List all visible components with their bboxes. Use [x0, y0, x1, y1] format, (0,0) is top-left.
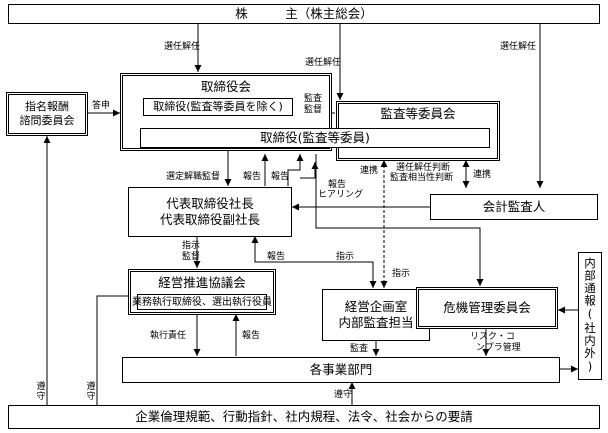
label-execution-responsibility: 執行責任 — [150, 331, 187, 341]
accounting-auditor-box: 会計監査人 — [430, 194, 598, 220]
label-report-3: 報告 — [267, 252, 286, 262]
label-instruction-supervision-2: 監督 — [182, 252, 201, 262]
label-compliance-2: 遵守 — [36, 382, 46, 403]
business-divisions-box: 各事業部門 — [122, 357, 560, 383]
label-report-hearing-2: ヒアリング — [318, 190, 364, 200]
audit-committee-title: 監査等委員会 — [380, 106, 456, 121]
label-compliance-1: 遵守 — [334, 390, 353, 400]
label-appoint-dismiss-auditor: 選任解任 — [500, 42, 537, 52]
label-compliance-3: 遵守 — [86, 382, 96, 403]
president-line1: 代表取締役社長 — [166, 195, 254, 211]
president-line2: 代表取締役副社長 — [159, 212, 260, 227]
label-report-to-board: 答申 — [92, 101, 111, 111]
label-report-hearing-1: 報告 — [328, 180, 347, 190]
label-appoint-supervise: 選定解職監督 — [166, 172, 221, 182]
label-report-1: 報告 — [243, 172, 262, 182]
board-directors-box: 取締役(監査等委員を除く) — [143, 98, 293, 116]
label-audit-supervision-2: 監督 — [304, 105, 323, 115]
management-council-members-box: 業務執行取締役、選出執行役員 — [132, 294, 272, 310]
management-council-box: 経営推進協議会 業務執行取締役、選出執行役員 — [128, 269, 276, 315]
board-title: 取締役会 — [200, 79, 251, 94]
label-appoint-dismiss-audit: 選任解任 — [305, 58, 342, 68]
label-instruction-1: 指示 — [336, 252, 355, 262]
board-audit-directors-box: 取締役(監査等委員) — [140, 128, 490, 148]
label-cooperation-2: 連携 — [473, 170, 492, 180]
label-report-2: 報告 — [271, 172, 290, 182]
nomination-committee-line1: 指名報酬 — [25, 99, 69, 113]
ethics-box: 企業倫理規範、行動指針、社内規程、法令、社会からの要請 — [8, 405, 600, 429]
label-auditor-judgement-1: 選任解任判断 — [396, 163, 451, 173]
label-cooperation-1: 連携 — [360, 166, 379, 176]
label-auditor-judgement-2: 監査相当性判断 — [390, 173, 454, 183]
internal-report-box: 内部通報(社内外) — [578, 252, 602, 380]
label-appoint-dismiss-board: 選任解任 — [164, 42, 201, 52]
planning-office-line1: 経営企画室 — [344, 298, 408, 314]
label-instruction-2: 指示 — [392, 269, 411, 279]
management-council-title: 経営推進協議会 — [158, 275, 246, 290]
planning-office-line2: 内部監査担当 — [338, 315, 414, 330]
nomination-committee-line2: 諮問委員会 — [19, 114, 75, 127]
internal-report-label: 内部通報(社内外) — [583, 257, 597, 375]
label-risk-compliance-1: リスク・コ — [470, 332, 515, 342]
label-risk-compliance-2: ンプラ管理 — [476, 343, 521, 353]
label-audit-supervision-1: 監査 — [304, 94, 323, 104]
shareholders-box: 株 主（株主総会） — [8, 4, 600, 24]
planning-office-box: 経営企画室 内部監査担当 — [322, 289, 430, 341]
nomination-committee-box: 指名報酬 諮問委員会 — [6, 92, 88, 136]
label-report-4: 報告 — [242, 331, 261, 341]
risk-committee-box: 危機管理委員会 — [416, 287, 558, 329]
president-box: 代表取締役社長 代表取締役副社長 — [128, 187, 292, 237]
label-instruction-supervision-1: 指示 — [182, 241, 201, 251]
label-audit: 監査 — [350, 344, 369, 354]
